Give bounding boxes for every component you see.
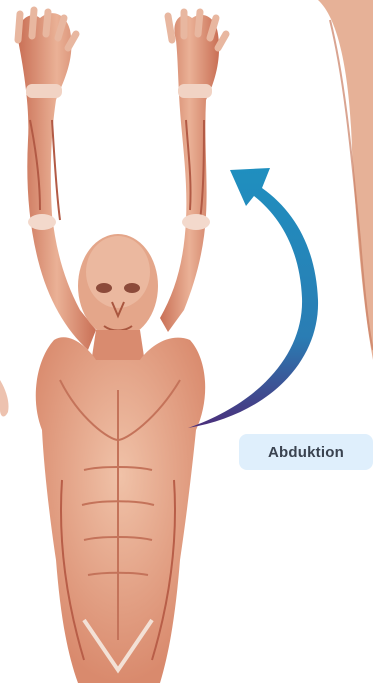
background-figure-left [0,380,9,416]
abduction-label: Abduktion [239,434,373,470]
background-figure-right [318,0,373,360]
abduction-label-text: Abduktion [268,444,344,461]
muscle-figure [18,10,226,683]
abduction-arrow [188,168,318,428]
